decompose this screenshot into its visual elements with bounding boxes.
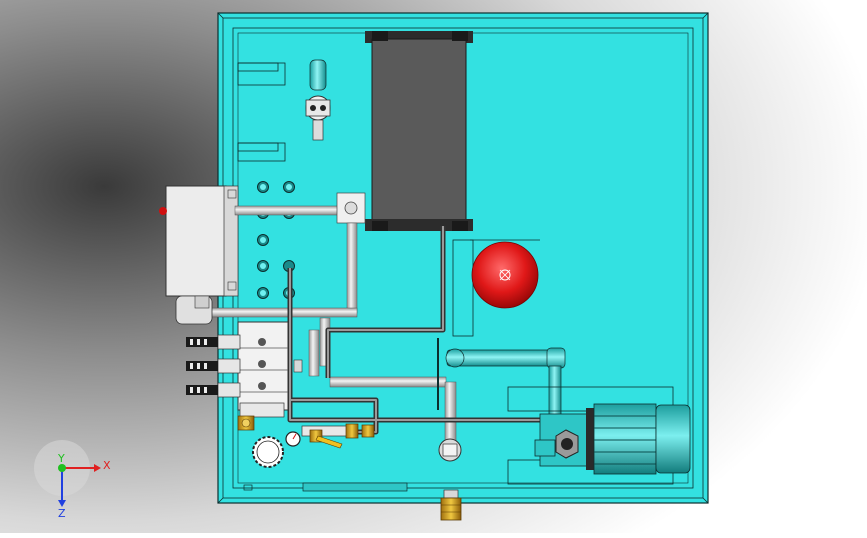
junction-box[interactable] — [159, 185, 239, 297]
pressure-gauge-assembly[interactable] — [237, 415, 375, 468]
return-pipes — [175, 192, 462, 462]
oil-cooler[interactable] — [365, 31, 473, 231]
accumulator[interactable] — [452, 239, 540, 337]
valve-manifold[interactable] — [186, 321, 303, 418]
axis-triad — [34, 440, 101, 507]
y-axis-dot — [58, 464, 66, 472]
y-axis-label: Y — [58, 452, 65, 465]
x-axis-label: X — [103, 459, 111, 472]
motor-pump[interactable] — [507, 386, 691, 485]
suction-fitting[interactable] — [305, 59, 331, 141]
drain-plug[interactable] — [440, 489, 462, 521]
tank-slots — [237, 62, 286, 162]
z-axis-label: Z — [58, 507, 66, 520]
suction-pipe — [437, 338, 566, 419]
